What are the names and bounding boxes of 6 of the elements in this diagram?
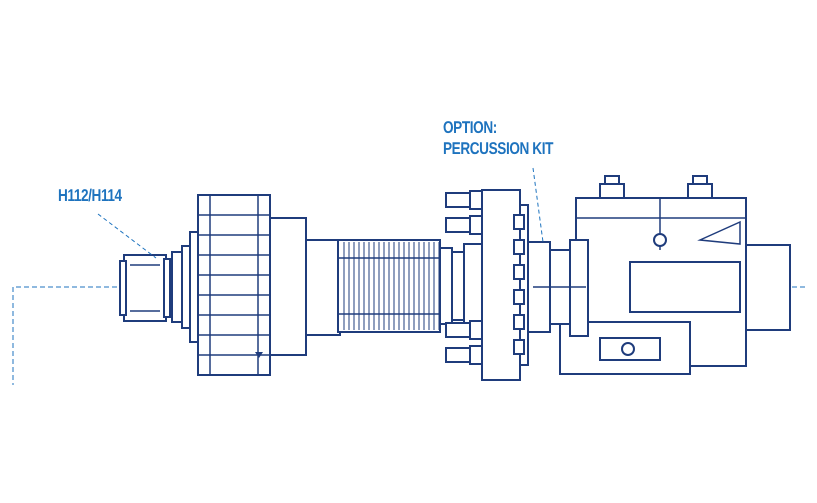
leader-line xyxy=(532,168,544,242)
leader-line xyxy=(98,214,156,258)
callout-label: H112/H114 xyxy=(58,185,154,206)
shank-part xyxy=(119,254,171,322)
callout-label: OPTION: PERCUSSION KIT xyxy=(443,117,555,159)
percussion-kit-part xyxy=(527,239,589,337)
